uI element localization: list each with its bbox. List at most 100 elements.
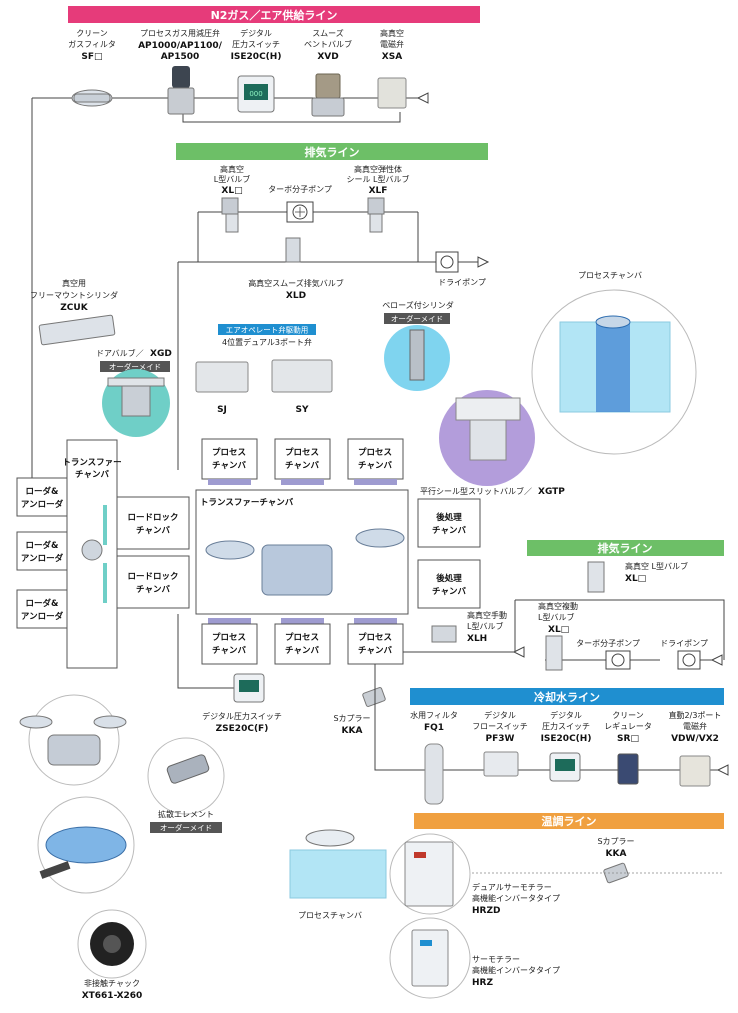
process-chamber-bottom-2: プロセス チャンバ (274, 618, 331, 665)
kka2-code: KKA (606, 849, 627, 859)
svg-text:PF3W: PF3W (486, 734, 515, 744)
svg-text:VDW/VX2: VDW/VX2 (671, 734, 719, 744)
svg-text:圧力スイッチ: 圧力スイッチ (232, 39, 280, 49)
ex2-dry-label: ドライポンプ (660, 639, 708, 648)
svg-text:ISE20C(H): ISE20C(H) (231, 52, 282, 62)
process-chamber-top-3: プロセス チャンバ (347, 438, 404, 485)
sy-valve-icon (271, 359, 333, 393)
diffuser-icon (147, 737, 225, 815)
process-chamber-top-1: プロセス チャンバ (201, 438, 258, 485)
load-lock-chamber-2: ロードロック チャンバ (116, 555, 190, 609)
svg-text:クリーン: クリーン (612, 711, 644, 720)
process-chamber-bottom-1: プロセス チャンバ (201, 618, 258, 665)
kka1-label: Sカプラー (333, 714, 370, 723)
xgd-order-badge (100, 361, 170, 372)
exhaust2-pipe (403, 599, 725, 661)
transfer-small-label-1: トランスファー (62, 458, 121, 468)
svg-text:チャンバ: チャンバ (212, 460, 246, 471)
process-chamber-callout-label: プロセスチャンバ (578, 271, 642, 280)
wafer-lifter-icon (19, 694, 127, 786)
temp-process-chamber-icon (289, 829, 387, 899)
xl-label-1: 高真空 (220, 164, 244, 174)
kka2-label: Sカプラー (597, 837, 634, 846)
zcuk-label-2: フリーマウントシリンダ (30, 290, 118, 300)
temp-header (414, 813, 724, 829)
regulator-icon (167, 66, 195, 115)
cooling-pipe (374, 664, 718, 771)
svg-text:アンローダ: アンローダ (21, 499, 64, 510)
hrz-code: HRZ (472, 978, 493, 988)
xld-code: XLD (286, 291, 306, 301)
transfer-robot-icon (205, 528, 405, 596)
chuck-label: 非接触チャック (84, 978, 140, 988)
diffuser-order-badge (150, 822, 222, 833)
svg-text:チャンバ: チャンバ (136, 584, 170, 595)
xgd-code: XGD (150, 349, 172, 359)
xl-code: XL□ (221, 186, 242, 196)
svg-text:チャンバ: チャンバ (358, 645, 392, 656)
dry-pump-icon (435, 251, 459, 273)
svg-text:電磁弁: 電磁弁 (683, 721, 707, 731)
cooling-item-sr: クリーン レギュレータ SR□ (604, 711, 652, 744)
svg-text:デジタル: デジタル (240, 28, 272, 38)
turbo-pump-icon (286, 201, 314, 223)
xgtp-label: 平行シール型スリットバルブ／ (420, 486, 532, 496)
hrzd-label-2: 高機能インバータタイプ (472, 893, 560, 903)
svg-text:ローダ&: ローダ& (26, 598, 60, 609)
air-operate-badge (218, 324, 316, 335)
svg-text:チャンバ: チャンバ (285, 460, 319, 471)
xl-label-2: L型バルブ (214, 174, 250, 184)
hrzd-label-1: デュアルサーモチラー (472, 882, 552, 892)
cooling-header (410, 688, 724, 705)
svg-text:チャンバ: チャンバ (285, 645, 319, 656)
svg-text:FQ1: FQ1 (424, 723, 444, 733)
dual-chiller-icon (389, 833, 471, 915)
transfer-small-robot-icon (81, 539, 103, 561)
svg-text:水用フィルタ: 水用フィルタ (410, 710, 458, 720)
process-chamber-top-2: プロセス チャンバ (274, 438, 331, 485)
ex2-xl2-label-2: L型バルブ (538, 612, 574, 622)
svg-text:クリーン: クリーン (76, 29, 108, 38)
svg-text:XSA: XSA (382, 52, 402, 62)
loader-unloader-2: ローダ& アンローダ (16, 531, 68, 571)
temp-chamber-label: プロセスチャンバ (298, 911, 362, 920)
svg-text:ロードロック: ロードロック (127, 512, 178, 523)
solenoid-valve-icon (377, 77, 407, 109)
sj-valve-icon (195, 361, 249, 393)
temp-title: 温調ライン (542, 814, 597, 828)
post-chamber-1: 後処理 チャンバ (417, 498, 481, 548)
svg-text:デジタル: デジタル (484, 710, 516, 720)
xlf-label-2: シール L型バルブ (347, 174, 410, 184)
svg-text:直動2/3ポート: 直動2/3ポート (669, 710, 722, 720)
zse-switch-icon (233, 673, 265, 703)
cooling-pressure-switch-icon (549, 752, 581, 782)
ex2-xl-code: XL□ (625, 574, 646, 584)
svg-text:SF□: SF□ (81, 52, 102, 62)
svg-text:プロセス: プロセス (212, 632, 246, 643)
transfer-main-label: トランスファーチャンバ (200, 497, 294, 508)
exhaust1-header (176, 143, 488, 160)
cooling-item-ise: デジタル 圧力スイッチ ISE20C(H) (541, 710, 592, 744)
hrzd-code: HRZD (472, 906, 500, 916)
svg-text:プロセス: プロセス (285, 632, 319, 643)
svg-text:ロードロック: ロードロック (127, 571, 178, 582)
zse-label: デジタル圧力スイッチ (202, 711, 282, 721)
n2-inlet-icon (416, 92, 429, 104)
svg-text:プロセス: プロセス (285, 447, 319, 458)
exhaust1-title: 排気ライン (305, 145, 360, 159)
n2-item-xvd: スムーズ ベントバルブ XVD (304, 28, 352, 62)
n2-item-ap: プロセスガス用減圧弁 AP1000/AP1100/ AP1500 (138, 28, 223, 62)
ex2-turbo-pump-icon (605, 650, 631, 670)
n2-line-title: N2ガス／エア供給ライン (211, 8, 338, 22)
svg-text:チャンバ: チャンバ (432, 525, 466, 536)
ex2-xl2-valve-icon (545, 635, 563, 671)
svg-text:電磁弁: 電磁弁 (380, 39, 404, 49)
sj-label: SJ (217, 405, 227, 415)
zcuk-label-1: 真空用 (62, 278, 86, 288)
kka1-code: KKA (342, 726, 363, 736)
hrz-label-2: 高機能インバータタイプ (472, 965, 560, 975)
exhaust2-outlet-icon-1 (512, 646, 525, 658)
xlh-code: XLH (467, 634, 487, 644)
loader-unloader-1: ローダ& アンローダ (16, 477, 68, 517)
